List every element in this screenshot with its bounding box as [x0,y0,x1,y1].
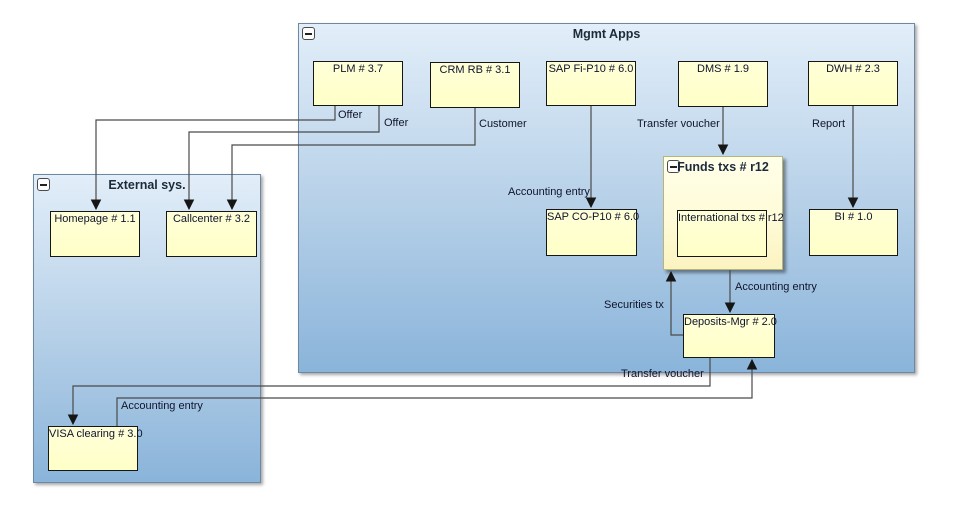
minus-glyph [305,33,312,35]
collapse-minus-icon[interactable] [302,27,315,40]
minus-glyph [670,166,677,168]
edge-label-offer-2[interactable]: Offer [384,117,409,129]
node-sap-co-p10[interactable]: SAP CO-P10 # 6.0 [546,209,639,256]
edge-label-report[interactable]: Report [812,118,846,130]
node-bi[interactable]: BI # 1.0 [809,209,898,256]
node-crm-rb[interactable]: CRM RB # 3.1 [430,62,520,108]
collapse-minus-icon[interactable] [667,160,680,173]
node-callcenter[interactable]: Callcenter # 3.2 [166,211,257,257]
container-title: External sys. [108,178,186,192]
node-plm[interactable]: PLM # 3.7 [313,61,403,106]
node-visa-clearing[interactable]: VISA clearing # 3.0 [48,426,143,471]
node-deposits-mgr[interactable]: Deposits-Mgr # 2.0 [683,314,777,358]
container-title: Funds txs # r12 [677,160,769,174]
node-homepage[interactable]: Homepage # 1.1 [50,211,140,257]
node-dwh[interactable]: DWH # 2.3 [808,61,898,106]
edge-label-transfer-voucher-top[interactable]: Transfer voucher [637,118,720,130]
edge-label-offer-1[interactable]: Offer [338,109,363,121]
node-international-txs[interactable]: International txs # r12 [677,210,784,257]
edge-label-customer[interactable]: Customer [479,118,527,130]
collapse-minus-icon[interactable] [37,178,50,191]
edge-label-securities-tx[interactable]: Securities tx [604,299,664,311]
node-sap-fi-p10[interactable]: SAP Fi-P10 # 6.0 [546,61,636,106]
edge-label-accounting-entry-sap[interactable]: Accounting entry [508,186,590,198]
node-dms[interactable]: DMS # 1.9 [678,61,768,107]
edge-label-accounting-entry-visa[interactable]: Accounting entry [121,400,203,412]
edge-label-transfer-voucher-bottom[interactable]: Transfer voucher [621,368,704,380]
container-title: Mgmt Apps [572,27,641,41]
minus-glyph [40,184,47,186]
edge-label-accounting-entry-funds[interactable]: Accounting entry [735,281,817,293]
